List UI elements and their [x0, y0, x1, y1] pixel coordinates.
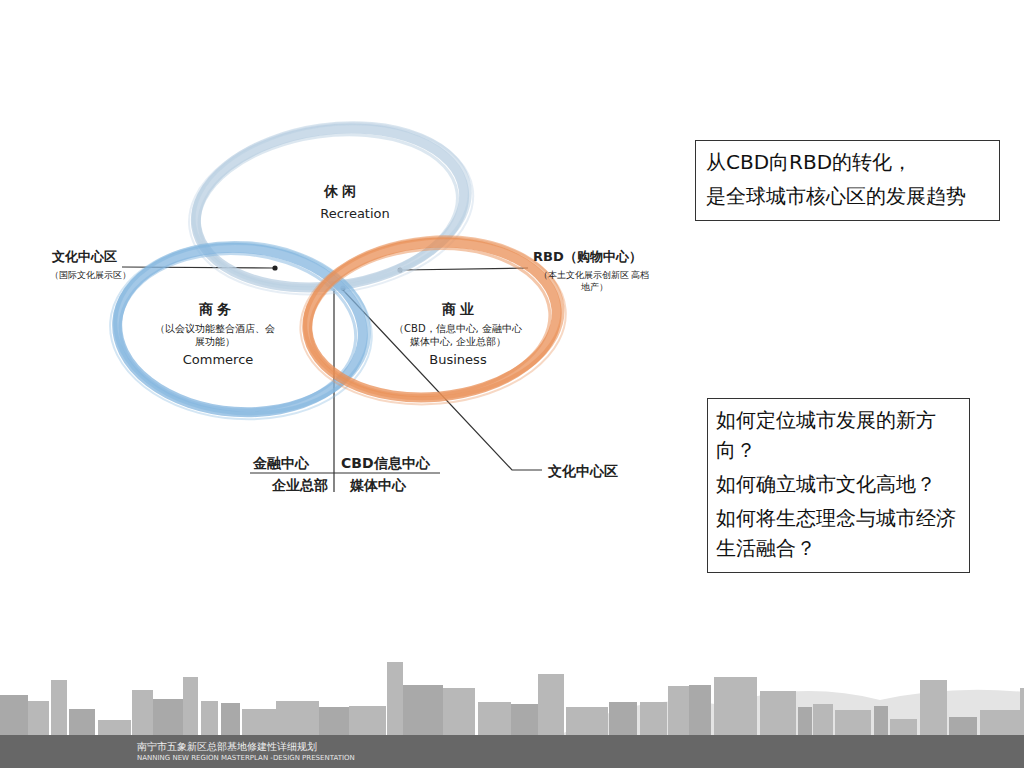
- zone-subtitle: Commerce: [168, 352, 268, 369]
- building: [980, 710, 1020, 735]
- building: [668, 686, 689, 735]
- function-label: CBD信息中心: [341, 454, 430, 472]
- hills: [560, 690, 1024, 735]
- leader-line: [402, 268, 528, 270]
- callout-label: 文化中心区: [548, 462, 618, 480]
- footer-title: 南宁市五象新区总部基地修建性详细规划: [137, 740, 317, 753]
- building: [319, 707, 349, 735]
- building: [51, 680, 67, 735]
- zone-subtitle: Business: [408, 352, 508, 369]
- table-rule: [250, 472, 440, 473]
- callout-label: RBD（购物中心）: [533, 249, 642, 266]
- building: [28, 701, 49, 735]
- building: [349, 706, 386, 735]
- building: [183, 677, 198, 735]
- text-box: 从CBD向RBD的转化， 是全球城市核心区的发展趋势: [695, 140, 1000, 221]
- zone-subtitle: Recreation: [300, 206, 410, 223]
- brush-stroke: [301, 232, 563, 407]
- note-text: 如何将生态理念与城市经济生活融合？: [716, 503, 959, 563]
- building: [403, 685, 443, 735]
- building: [221, 703, 240, 735]
- building: [201, 701, 218, 735]
- building: [242, 709, 276, 735]
- footer-subtitle: NANNING NEW REGION MASTERPLAN -DESIGN PR…: [137, 754, 355, 763]
- building: [874, 706, 888, 735]
- zone-note: （以会议功能整合酒店、会展功能）: [152, 322, 278, 348]
- callout-note: （本土文化展示创新区 高档地产）: [538, 270, 650, 293]
- note-text: 从CBD向RBD的转化，: [706, 147, 989, 177]
- building: [132, 690, 153, 735]
- ellipse-ring: 商 务 （以会议功能整合酒店、会展功能） Commerce: [110, 240, 370, 420]
- building: [0, 695, 28, 735]
- callout-label: 文化中心区: [52, 249, 117, 266]
- function-label: 媒体中心: [350, 476, 406, 494]
- building: [760, 691, 796, 735]
- brush-stroke: [298, 227, 569, 409]
- building: [640, 702, 667, 735]
- brush-ring: [300, 238, 565, 403]
- brush-stroke: [293, 227, 572, 416]
- text-box: 如何定位城市发展的新方向？ 如何确立城市文化高地？ 如何将生态理念与城市经济生活融合…: [707, 398, 970, 573]
- dot: [272, 265, 277, 270]
- function-label: 企业总部: [272, 476, 328, 494]
- brush-stroke: [104, 234, 378, 428]
- note-text: 如何确立城市文化高地？: [716, 469, 959, 499]
- function-label: 金融中心: [253, 454, 309, 472]
- ellipse-ring: 商 业 （CBD，信息中心, 金融中心 媒体中心, 企业总部） Business: [300, 238, 565, 403]
- zone-title: 商 务: [175, 300, 255, 318]
- zone-title: 商 业: [418, 300, 498, 318]
- building: [813, 704, 833, 735]
- building: [798, 707, 812, 735]
- building: [689, 685, 711, 735]
- building: [714, 677, 757, 735]
- building: [949, 717, 977, 735]
- building: [890, 719, 917, 735]
- building: [609, 702, 637, 735]
- note-text: 是全球城市核心区的发展趋势: [706, 181, 989, 211]
- building: [538, 674, 564, 735]
- brush-stroke: [110, 234, 375, 421]
- skyline: [0, 662, 1024, 768]
- building: [920, 680, 947, 735]
- building: [566, 707, 608, 735]
- building: [511, 704, 538, 735]
- building: [478, 702, 511, 735]
- footer-band: [0, 735, 1024, 768]
- zone-note: （CBD，信息中心, 金融中心 媒体中心, 企业总部）: [388, 322, 528, 348]
- building: [98, 720, 131, 735]
- building: [387, 662, 403, 735]
- zone-title: 休 闲: [300, 182, 380, 200]
- building: [69, 709, 95, 735]
- building: [1020, 688, 1024, 735]
- callout-note: （国际文化展示区）: [50, 270, 131, 282]
- building: [153, 699, 183, 735]
- note-text: 如何定位城市发展的新方向？: [716, 405, 959, 465]
- building: [835, 710, 871, 735]
- building: [443, 688, 475, 735]
- building: [276, 701, 319, 735]
